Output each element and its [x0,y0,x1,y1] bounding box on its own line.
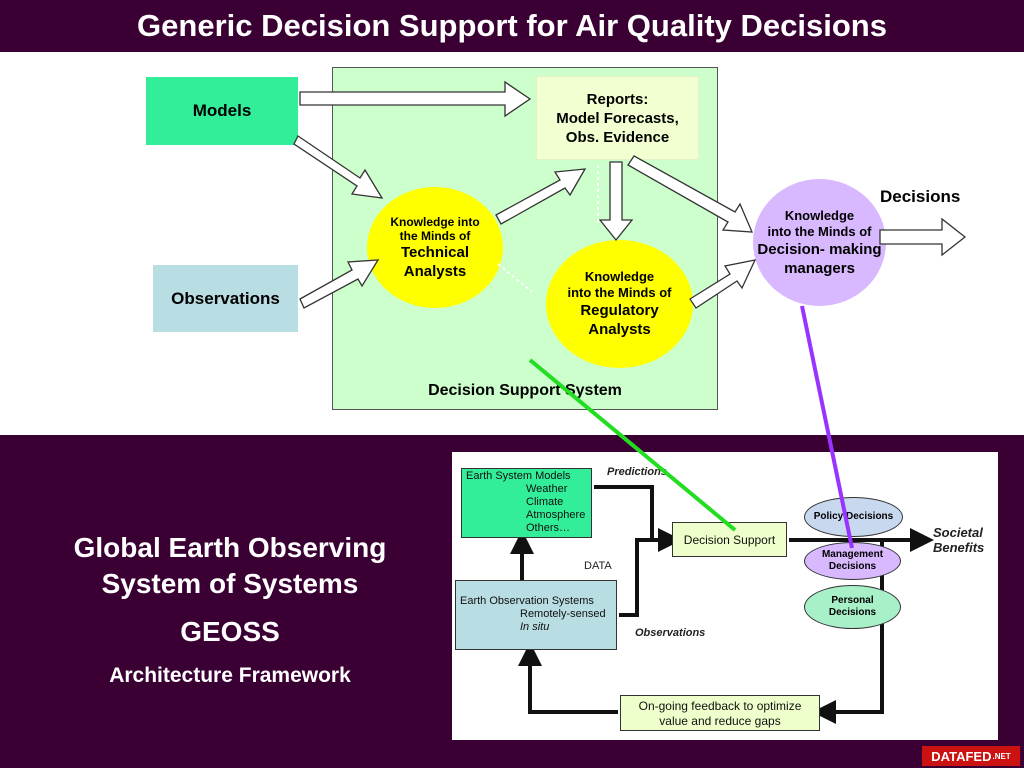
predictions-label: Predictions [607,466,667,478]
technical-analysts-circle: Knowledge into the Minds of Technical An… [367,187,503,308]
esm-line: Climate [526,496,564,508]
geoss-subtitle: Architecture Framework [109,664,351,687]
feedback-line: value and reduce gaps [659,714,781,728]
circle-line: Analysts [403,262,467,280]
dashed-technical-regulatory-arrow [497,263,533,293]
esm-line: Weather [526,483,568,495]
models-box: Models [146,77,298,145]
datafed-logo: DATAFED.NET [922,746,1020,766]
logo-brand: DATAFED [931,748,992,764]
reports-to-regulatory-arrow [598,161,634,242]
oval-line: Management [821,549,884,560]
decision-support-box: Decision Support [672,522,787,557]
data-label: DATA [584,560,612,572]
eos-to-ds-arrow [619,538,652,617]
eos-line: In situ [520,621,550,633]
policy-decisions-oval: Policy Decisions [804,497,903,537]
circle-line: the Minds of [399,228,471,243]
slide-title: Generic Decision Support for Air Quality… [137,8,887,43]
feedback-line: On-going feedback to optimize [638,699,802,713]
reports-line: Model Forecasts, [556,109,679,127]
circle-line: into the Minds of [567,285,672,300]
observations-panel-label: Observations [635,627,706,639]
geoss-acronym: GEOSS [180,616,280,647]
circle-line: Decision- making [757,240,882,258]
esm-to-ds-arrow [594,485,682,552]
geoss-framework-panel: Earth System Models Weather Climate Atmo… [452,452,998,740]
circle-line: managers [784,259,855,277]
observations-to-technical-arrow [299,259,380,309]
eos-line: Remotely-sensed [520,608,606,620]
geoss-text-block: Global Earth Observing System of Systems… [20,530,440,688]
models-to-reports-arrow [299,80,532,118]
societal-line: Benefits [933,540,985,555]
circle-line: Knowledge [784,207,855,223]
geoss-title-line: Global Earth Observing [73,532,387,563]
circle-line: into the Minds of [767,223,872,239]
societal-line: Societal [933,525,983,540]
reports-line: Reports: [586,90,649,108]
regulatory-to-decisionmakers-arrow [689,259,757,309]
earth-observation-systems-box: Earth Observation Systems Remotely-sense… [455,580,617,650]
earth-system-models-box: Earth System Models Weather Climate Atmo… [461,468,592,538]
reports-box: Reports: Model Forecasts, Obs. Evidence [536,76,699,160]
observations-label: Observations [171,288,280,308]
eos-line: Earth Observation Systems [460,595,594,607]
oval-line: Personal [831,595,874,606]
logo-suffix: .NET [992,751,1011,761]
circle-line: Knowledge into [390,214,480,229]
models-label: Models [192,101,252,120]
upper-arrows [293,80,967,309]
decision-makers-circle: Knowledge into the Minds of Decision- ma… [753,179,886,306]
decisions-label: Decisions [880,187,961,206]
esm-line: Atmosphere [526,509,586,521]
feedback-to-eos-arrow [518,642,618,714]
feedback-box: On-going feedback to optimize value and … [620,695,820,731]
geoss-title-line: System of Systems [101,568,359,599]
circle-line: Analysts [588,321,651,338]
circle-line: Knowledge [584,269,655,284]
circle-line: Technical [400,243,470,261]
societal-benefits-label: Societal Benefits [933,525,984,555]
oval-line: Decisions [828,561,877,572]
esm-line: Others… [526,522,571,534]
models-to-technical-arrow [293,135,384,199]
technical-to-reports-arrow [495,168,587,225]
esm-line: Earth System Models [466,470,571,482]
observations-box: Observations [153,265,298,332]
regulatory-analysts-circle: Knowledge into the Minds of Regulatory A… [546,240,693,368]
reports-line: Obs. Evidence [565,128,670,146]
oval-line: Decisions [828,607,877,618]
reports-to-decisionmakers-arrow [627,155,754,233]
dss-diagram: Decision Support System Models Observati… [0,52,1024,435]
decisions-output-arrow [879,217,967,257]
circle-line: Regulatory [580,302,659,319]
